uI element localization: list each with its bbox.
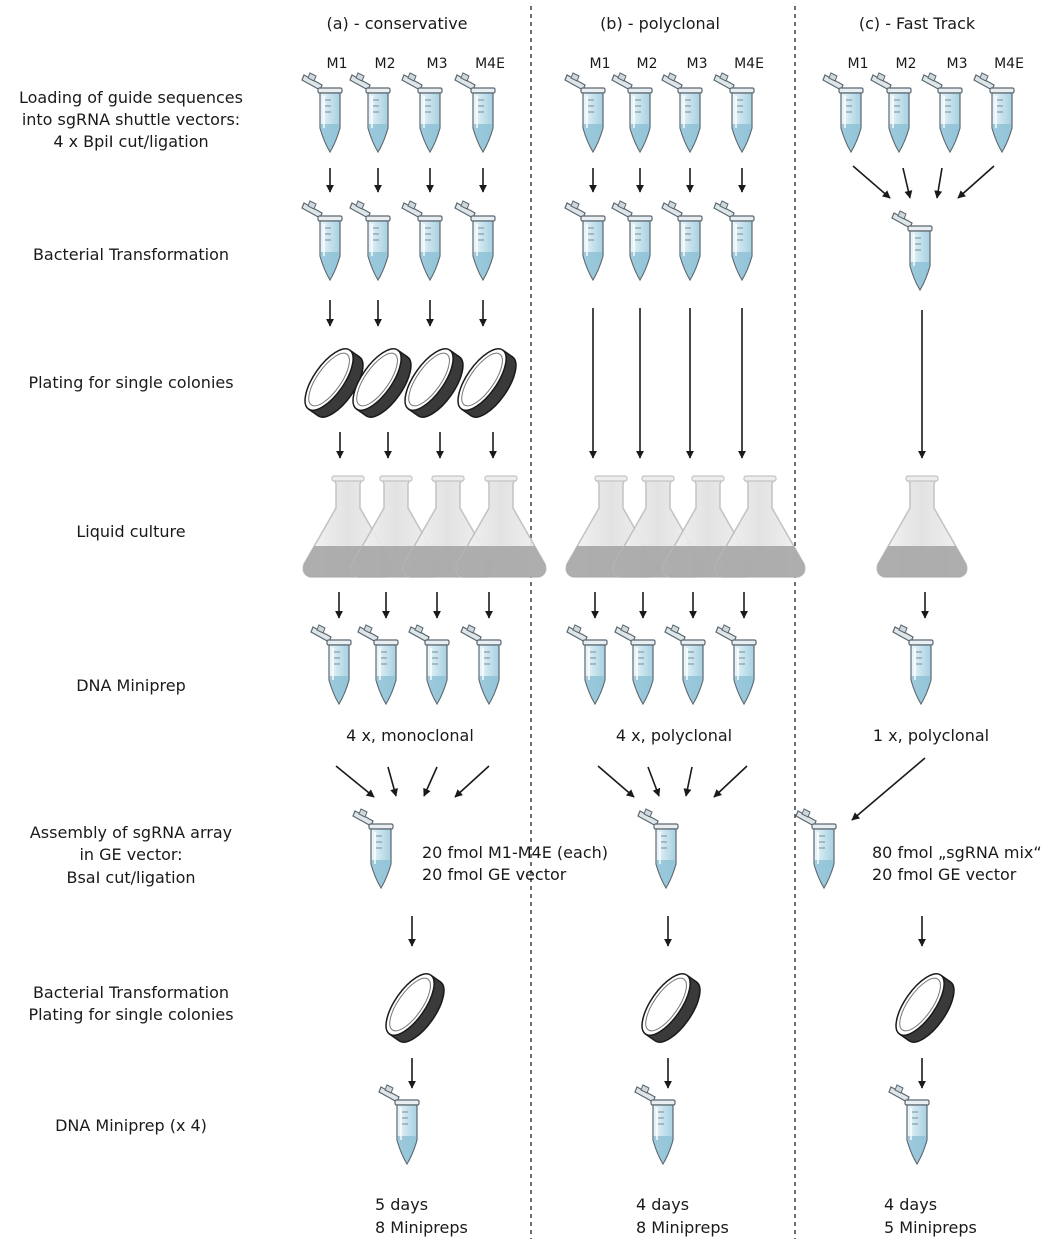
column-title: (a) - conservative	[326, 14, 467, 33]
tube-icon	[455, 201, 495, 280]
column-title: (b) - polyclonal	[600, 14, 720, 33]
step-label: DNA Miniprep	[76, 676, 186, 695]
tube-icon	[922, 73, 962, 152]
step-label: in GE vector:	[79, 845, 182, 864]
tube-label: M2	[637, 56, 658, 72]
step-label: Bacterial Transformation	[33, 983, 229, 1002]
tube-icon	[567, 625, 607, 704]
arrow	[714, 766, 747, 797]
petri-dish-icon	[396, 341, 472, 424]
step-label: Liquid culture	[76, 522, 185, 541]
tube-icon	[612, 201, 652, 280]
tube-icon	[796, 809, 836, 888]
tube-label: M4E	[475, 56, 505, 72]
step-label: Bacterial Transformation	[33, 245, 229, 264]
tube-icon	[889, 1085, 929, 1164]
miniprep-note: 4 x, monoclonal	[346, 726, 474, 745]
arrow	[455, 766, 489, 797]
tube-label: M1	[327, 56, 348, 72]
tube-label: M2	[375, 56, 396, 72]
arrow	[937, 168, 942, 198]
tube-icon	[823, 73, 863, 152]
tube-icon	[893, 625, 933, 704]
tube-label: M3	[687, 56, 708, 72]
tube-icon	[461, 625, 501, 704]
step-label: into sgRNA shuttle vectors:	[22, 110, 240, 129]
tube-icon	[714, 201, 754, 280]
summary-text: 5 Minipreps	[884, 1218, 977, 1237]
miniprep-note: 1 x, polyclonal	[873, 726, 989, 745]
tube-icon	[714, 73, 754, 152]
tube-icon	[665, 625, 705, 704]
tube-icon	[638, 809, 678, 888]
tube-icon	[716, 625, 756, 704]
summary-text: 8 Minipreps	[636, 1218, 729, 1237]
arrow	[648, 767, 659, 796]
tube-icon	[302, 201, 342, 280]
tube-icon	[974, 73, 1014, 152]
arrow	[853, 166, 890, 198]
arrow	[424, 767, 437, 796]
tube-icon	[455, 73, 495, 152]
tube-icon	[662, 73, 702, 152]
tube-icon	[350, 73, 390, 152]
tube-icon	[409, 625, 449, 704]
arrow	[686, 767, 692, 796]
step-label: Plating for single colonies	[28, 1005, 233, 1024]
assembly-note: 80 fmol „sgRNA mix“	[872, 843, 1042, 862]
tube-icon	[353, 809, 393, 888]
tube-label: M1	[590, 56, 611, 72]
petri-dish-icon	[633, 966, 709, 1049]
miniprep-note: 4 x, polyclonal	[616, 726, 732, 745]
tube-label: M3	[947, 56, 968, 72]
summary-text: 8 Minipreps	[375, 1218, 468, 1237]
arrow	[958, 166, 994, 198]
tube-icon	[402, 201, 442, 280]
step-label: Loading of guide sequences	[19, 88, 243, 107]
tube-icon	[635, 1085, 675, 1164]
step-label: DNA Miniprep (x 4)	[55, 1116, 207, 1135]
tube-label: M2	[896, 56, 917, 72]
arrow	[903, 168, 910, 198]
petri-dish-icon	[377, 966, 453, 1049]
tube-icon	[892, 211, 932, 290]
tube-icon	[565, 73, 605, 152]
tube-label: M4E	[734, 56, 764, 72]
petri-dish-icon	[887, 966, 963, 1049]
petri-dish-icon	[449, 341, 525, 424]
tube-icon	[662, 201, 702, 280]
assembly-note: 20 fmol GE vector	[422, 865, 567, 884]
summary-text: 5 days	[375, 1195, 428, 1214]
assembly-note: 20 fmol GE vector	[872, 865, 1017, 884]
tube-icon	[350, 201, 390, 280]
step-label: Plating for single colonies	[28, 373, 233, 392]
step-label: BsaI cut/ligation	[66, 868, 195, 887]
arrow	[388, 767, 396, 796]
assembly-note: 20 fmol M1-M4E (each)	[422, 843, 608, 862]
tube-label: M4E	[994, 56, 1024, 72]
tube-label: M1	[848, 56, 869, 72]
tube-icon	[402, 73, 442, 152]
summary-text: 4 days	[884, 1195, 937, 1214]
arrow	[336, 766, 374, 797]
tube-label: M3	[427, 56, 448, 72]
column-title: (c) - Fast Track	[859, 14, 976, 33]
step-label: Assembly of sgRNA array	[30, 823, 232, 842]
arrow	[598, 766, 634, 797]
tube-icon	[358, 625, 398, 704]
arrow	[852, 758, 925, 820]
summary-text: 4 days	[636, 1195, 689, 1214]
tube-icon	[565, 201, 605, 280]
flask-icon	[877, 476, 967, 577]
tube-icon	[302, 73, 342, 152]
tube-icon	[612, 73, 652, 152]
tube-icon	[871, 73, 911, 152]
tube-icon	[311, 625, 351, 704]
tube-icon	[379, 1085, 419, 1164]
step-label: 4 x BpiI cut/ligation	[53, 132, 208, 151]
tube-icon	[615, 625, 655, 704]
